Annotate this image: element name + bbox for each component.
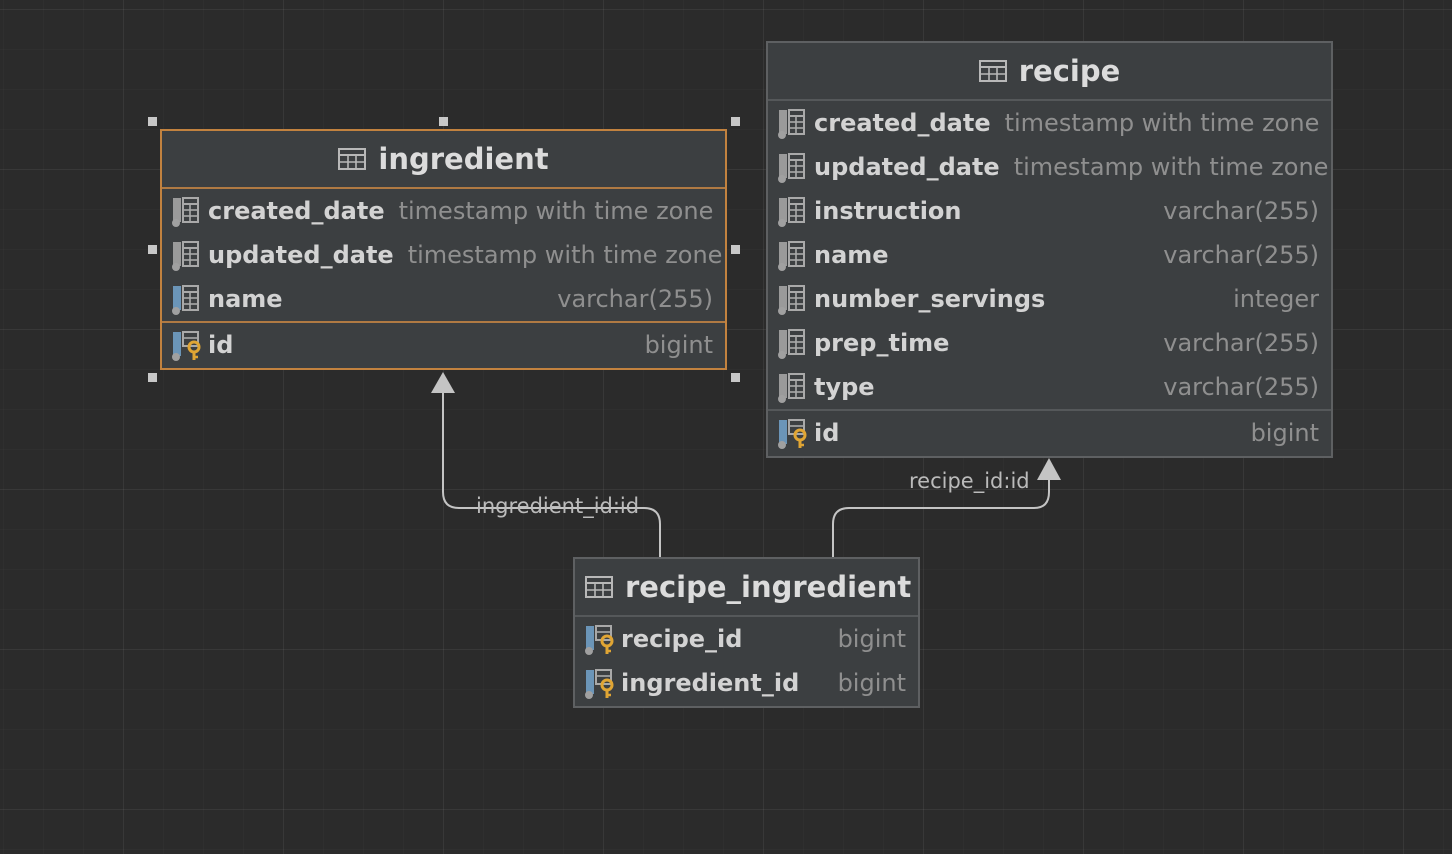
selection-handle-left[interactable] (148, 245, 157, 254)
edge-recipe-fk[interactable] (832, 458, 1061, 557)
column-icon (776, 238, 810, 272)
column-name: updated_date (814, 153, 1000, 181)
selection-handle-bottom-right[interactable] (731, 373, 740, 382)
column-icon (776, 282, 810, 316)
column-row[interactable]: updated_date timestamp with time zone (162, 233, 725, 277)
column-row[interactable]: instruction varchar(255) (768, 189, 1331, 233)
column-name: name (814, 241, 889, 269)
primary-key-icon (170, 328, 204, 362)
selection-handle-top-left[interactable] (148, 117, 157, 126)
column-icon (776, 106, 810, 140)
edge-label-ingredient-fk: ingredient_id:id (476, 494, 640, 518)
column-row[interactable]: updated_date timestamp with time zone (768, 145, 1331, 189)
foreign-key-row[interactable]: ingredient_id bigint (575, 661, 918, 705)
column-type: varchar(255) (1163, 329, 1319, 357)
column-type: bigint (1250, 419, 1319, 447)
column-icon (170, 282, 204, 316)
column-name: id (814, 419, 840, 447)
column-icon (776, 370, 810, 404)
column-row[interactable]: name varchar(255) (768, 233, 1331, 277)
table-header: recipe_ingredient (575, 559, 918, 617)
foreign-key-icon (583, 622, 617, 656)
column-icon (776, 326, 810, 360)
column-row[interactable]: created_date timestamp with time zone (768, 101, 1331, 145)
column-row[interactable]: created_date timestamp with time zone (162, 189, 725, 233)
column-type: varchar(255) (557, 285, 713, 313)
column-type: bigint (837, 625, 906, 653)
selection-handle-top[interactable] (439, 117, 448, 126)
column-name: updated_date (208, 241, 394, 269)
column-name: created_date (208, 197, 385, 225)
primary-key-row[interactable]: id bigint (768, 411, 1331, 455)
column-name: type (814, 373, 875, 401)
edge-ingredient-fk[interactable] (431, 372, 661, 557)
foreign-key-icon (583, 666, 617, 700)
column-row[interactable]: number_servings integer (768, 277, 1331, 321)
column-list: created_date timestamp with time zone upd… (768, 101, 1331, 409)
table-title: recipe_ingredient (625, 570, 912, 604)
column-icon (776, 150, 810, 184)
column-type: bigint (644, 331, 713, 359)
column-list: created_date timestamp with time zone upd… (162, 189, 725, 321)
table-header: ingredient (162, 131, 725, 189)
column-type: varchar(255) (1163, 373, 1319, 401)
column-icon (170, 238, 204, 272)
column-icon (776, 194, 810, 228)
column-name: ingredient_id (621, 669, 800, 697)
column-row[interactable]: prep_time varchar(255) (768, 321, 1331, 365)
selection-handle-right[interactable] (731, 245, 740, 254)
table-title: recipe (1018, 54, 1121, 88)
column-row[interactable]: type varchar(255) (768, 365, 1331, 409)
column-type: integer (1233, 285, 1319, 313)
column-name: instruction (814, 197, 962, 225)
table-title: ingredient (378, 142, 549, 176)
column-type: timestamp with time zone (1013, 153, 1329, 181)
edge-arrowhead (1037, 458, 1061, 480)
table-grid-icon (978, 60, 1007, 82)
edge-arrowhead (431, 372, 455, 393)
selection-handle-top-right[interactable] (731, 117, 740, 126)
column-name: prep_time (814, 329, 950, 357)
primary-key-icon (776, 416, 810, 450)
column-type: timestamp with time zone (398, 197, 714, 225)
primary-key-section: id bigint (162, 321, 725, 367)
column-name: created_date (814, 109, 991, 137)
primary-key-section: id bigint (768, 409, 1331, 455)
edge-label-recipe-fk: recipe_id:id (909, 469, 1030, 493)
table-ingredient[interactable]: ingredient created_date timestamp with ti… (160, 129, 727, 370)
foreign-key-row[interactable]: recipe_id bigint (575, 617, 918, 661)
column-type: varchar(255) (1163, 241, 1319, 269)
table-grid-icon (585, 576, 613, 598)
selection-handle-bottom-left[interactable] (148, 373, 157, 382)
column-type: bigint (837, 669, 906, 697)
column-name: recipe_id (621, 625, 743, 653)
column-name: id (208, 331, 234, 359)
column-row[interactable]: name varchar(255) (162, 277, 725, 321)
column-type: timestamp with time zone (1004, 109, 1320, 137)
primary-key-row[interactable]: id bigint (162, 323, 725, 367)
table-recipe[interactable]: recipe created_date timestamp with time z… (766, 41, 1333, 458)
column-icon (170, 194, 204, 228)
column-name: name (208, 285, 283, 313)
table-grid-icon (338, 148, 367, 170)
column-name: number_servings (814, 285, 1046, 313)
table-header: recipe (768, 43, 1331, 101)
column-type: timestamp with time zone (407, 241, 723, 269)
column-type: varchar(255) (1163, 197, 1319, 225)
